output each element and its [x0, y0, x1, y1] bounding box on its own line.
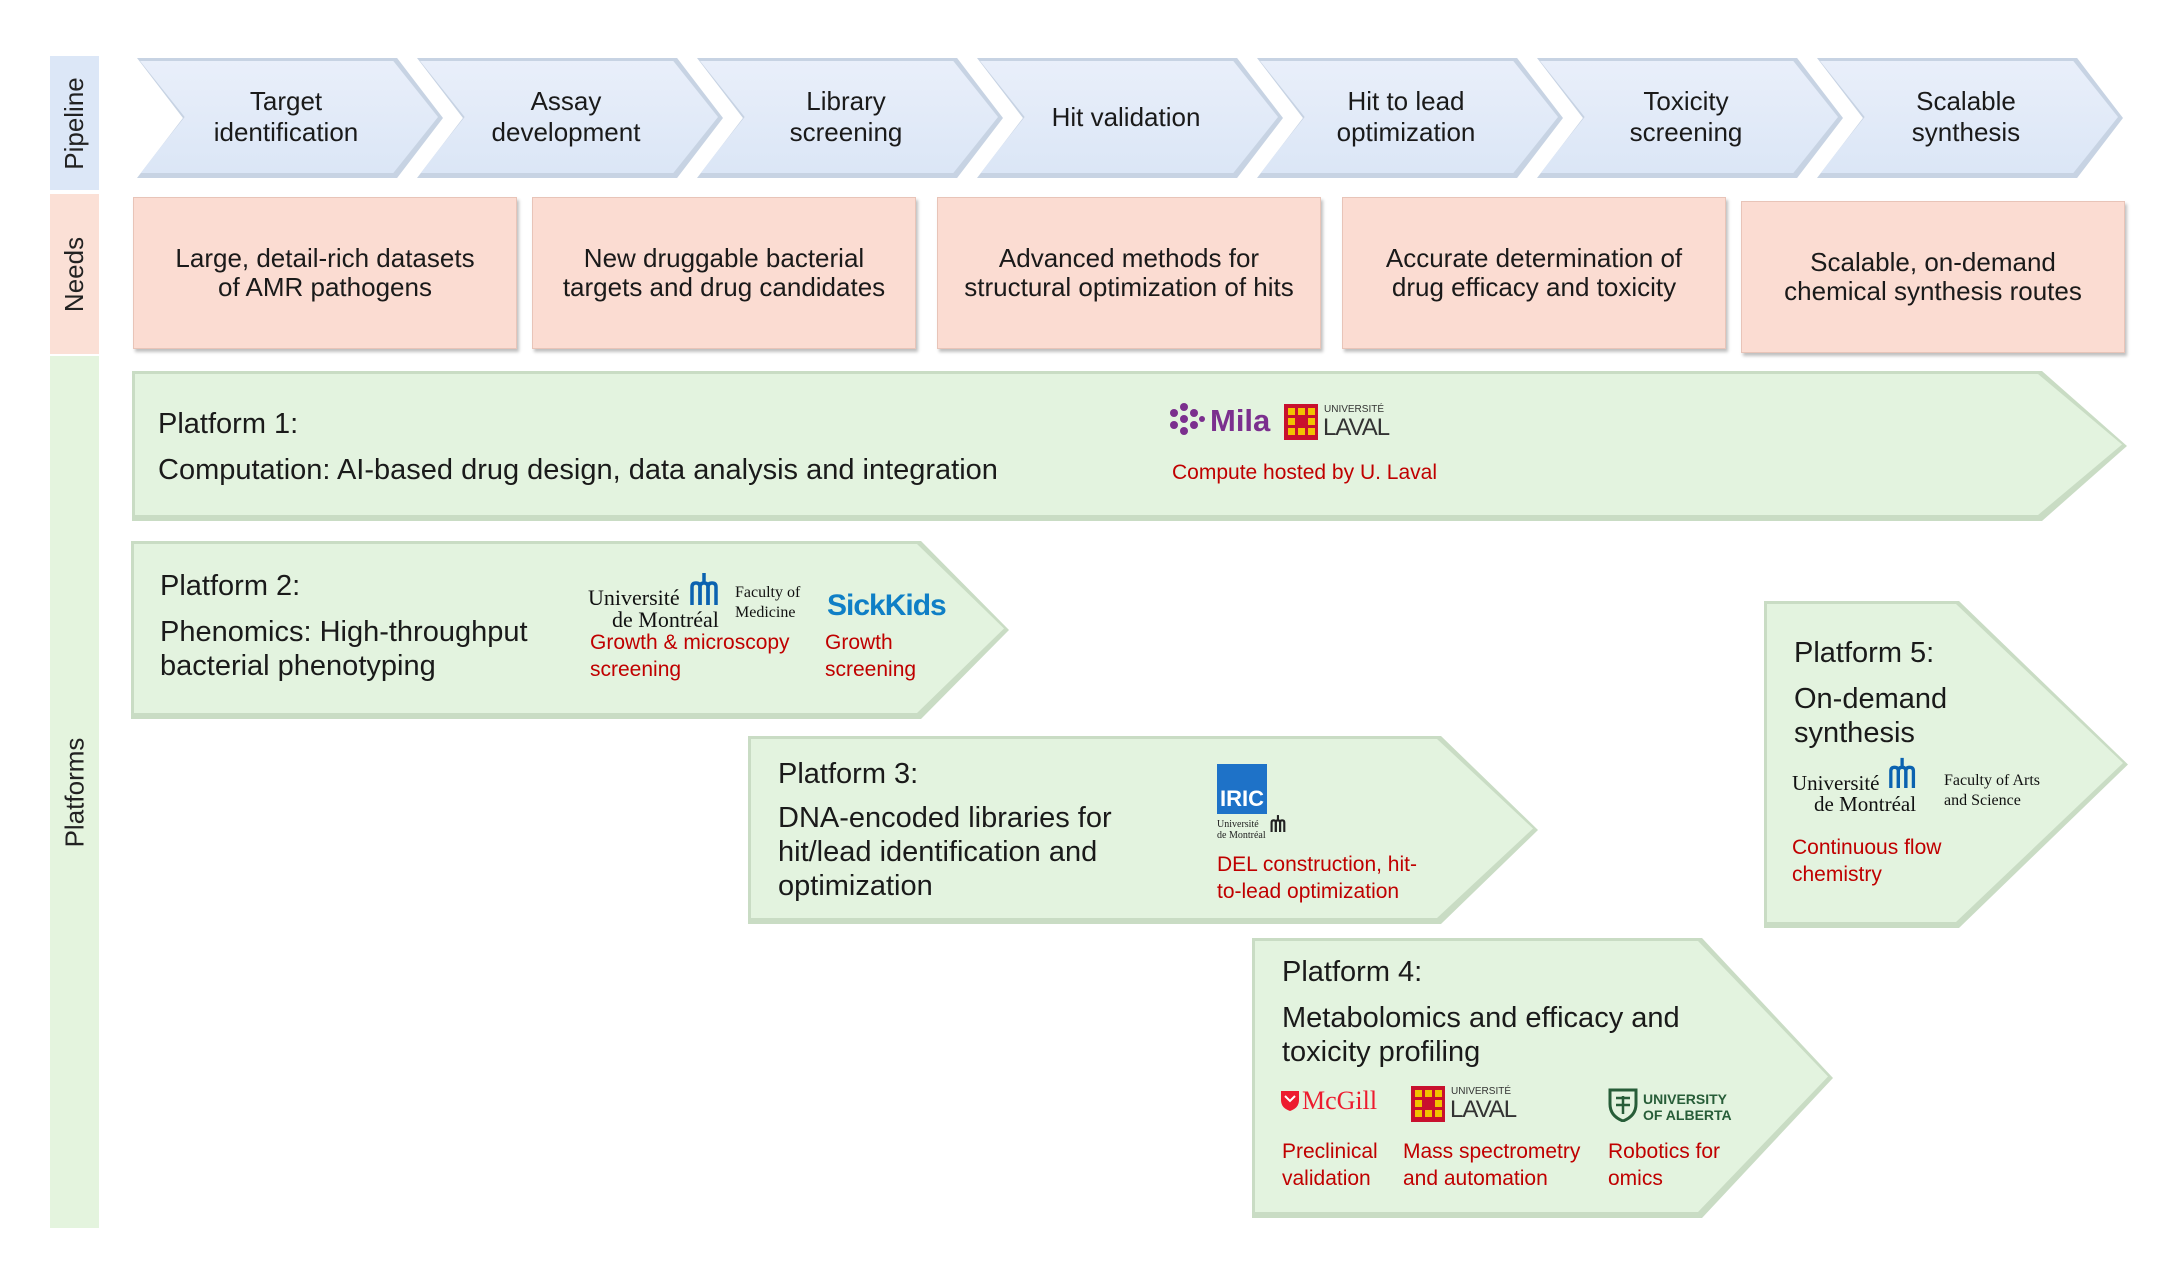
alberta-logo-text: UNIVERSITY OF ALBERTA: [1643, 1091, 1732, 1123]
pipeline-stage-toxicity-screening: Toxicity screening: [1537, 58, 1843, 178]
platform-5-note: Continuous flow chemistry: [1792, 836, 1942, 886]
platform-2-note-growth: Growth screening: [825, 631, 917, 681]
pipeline-stage-hit-validation: Hit validation: [977, 58, 1283, 178]
platforms-label-text: Platforms: [59, 737, 89, 847]
need-box-datasets: Large, detail-rich datasets of AMR patho…: [133, 197, 517, 349]
udem-logo-line2: de Montréal: [612, 607, 719, 632]
platform-4-note-mass-spec: Mass spectrometry and automation: [1403, 1140, 1581, 1190]
pipeline-stage-scalable-synthesis: Scalable synthesis: [1817, 58, 2123, 178]
need-box-synthesis: Scalable, on-demand chemical synthesis r…: [1741, 201, 2125, 353]
need-label: Accurate determination of drug efficacy …: [1385, 243, 1683, 302]
platform-4-note-preclinical: Preclinical validation: [1282, 1140, 1378, 1190]
need-box-efficacy-toxicity: Accurate determination of drug efficacy …: [1342, 197, 1726, 349]
alberta-crest-icon: [1608, 1088, 1638, 1127]
pipeline-stage-library-screening: Library screening: [697, 58, 1003, 178]
needs-label-text: Needs: [59, 236, 89, 312]
laval-logo-top: UNIVERSITÉ: [1324, 404, 1385, 415]
udem-logo-2: Université de Montréal: [1792, 773, 1916, 815]
udem-logo: Université de Montréal: [588, 587, 719, 631]
platform-5-title: Platform 5:: [1794, 637, 1935, 669]
stage-label: Hit validation: [1051, 101, 1201, 132]
needs-row-label: Needs: [50, 194, 99, 354]
stage-label: Toxicity screening: [1629, 86, 1743, 147]
need-label: New druggable bacterial targets and drug…: [562, 243, 886, 302]
platform-2-arrow: Platform 2: Phenomics: High-throughput b…: [131, 541, 1009, 719]
platform-4-arrow: Platform 4: Metabolomics and efficacy an…: [1252, 938, 1833, 1218]
platform-5-description: On-demand synthesis: [1794, 683, 1948, 749]
stage-label: Target identification: [213, 86, 359, 147]
mcgill-logo-text: McGill: [1302, 1086, 1378, 1115]
platform-3-description: DNA-encoded libraries for hit/lead ident…: [778, 802, 1112, 902]
udem-small-logo-text: Université de Montréal: [1217, 819, 1266, 841]
platform-4-title: Platform 4:: [1282, 956, 1423, 988]
need-label: Large, detail-rich datasets of AMR patho…: [175, 243, 475, 302]
need-box-targets: New druggable bacterial targets and drug…: [532, 197, 916, 349]
platform-3-arrow: Platform 3: DNA-encoded libraries for hi…: [748, 736, 1538, 924]
pipeline-stage-assay-development: Assay development: [417, 58, 723, 178]
platform-3-title: Platform 3:: [778, 758, 919, 790]
platform-2-description: Phenomics: High-throughput bacterial phe…: [160, 616, 528, 682]
platform-1-note: Compute hosted by U. Laval: [1172, 461, 1437, 484]
iric-logo: IRIC: [1217, 764, 1267, 814]
stage-label: Library screening: [789, 86, 903, 147]
laval-crest-icon-2: [1411, 1086, 1445, 1122]
udem-logo-line1: Université: [588, 585, 680, 610]
pipeline-row-label: Pipeline: [50, 56, 99, 190]
platform-1-arrow: Platform 1: Computation: AI-based drug d…: [132, 371, 2127, 521]
platform-1-description: Computation: AI-based drug design, data …: [158, 454, 998, 486]
laval-logo-text-2: LAVAL: [1450, 1096, 1517, 1123]
laval-crest-icon: [1284, 404, 1318, 440]
platform-5-arrow: Platform 5: On-demand synthesis Universi…: [1764, 601, 2128, 928]
udem-small-tower-icon: [1270, 814, 1288, 837]
sickkids-logo-text: SickKids: [827, 589, 947, 622]
platforms-row-label: Platforms: [50, 356, 99, 1228]
pipeline-stage-target-identification: Target identification: [137, 58, 443, 178]
stage-label: Hit to lead optimization: [1336, 86, 1476, 147]
platform-3-note: DEL construction, hit- to-lead optimizat…: [1217, 853, 1417, 903]
platform-1-title: Platform 1:: [158, 408, 299, 440]
need-label: Scalable, on-demand chemical synthesis r…: [1784, 247, 2082, 306]
udem-tower-icon: [689, 571, 723, 610]
need-box-structural-optimization: Advanced methods for structural optimiza…: [937, 197, 1321, 349]
pipeline-label-text: Pipeline: [59, 76, 90, 170]
mila-logo-icon: [1166, 401, 1206, 441]
mcgill-crest-icon: [1280, 1090, 1300, 1117]
stage-label: Scalable synthesis: [1911, 86, 2021, 147]
platform-4-description: Metabolomics and efficacy and toxicity p…: [1282, 1002, 1680, 1068]
mila-logo-text: Mila: [1210, 403, 1271, 438]
pipeline-stage-hit-to-lead: Hit to lead optimization: [1257, 58, 1563, 178]
udem-logo-2-line2: de Montréal: [1814, 792, 1917, 816]
laval-logo-top-2: UNIVERSITÉ: [1451, 1086, 1512, 1097]
stage-label: Assay development: [491, 86, 641, 147]
udem-tower-icon-2: [1888, 756, 1920, 793]
platform-4-note-robotics: Robotics for omics: [1608, 1140, 1721, 1190]
platform-2-note-growth-microscopy: Growth & microscopy screening: [590, 631, 790, 681]
udem-faculty-label: Faculty of Medicine: [735, 584, 801, 621]
need-label: Advanced methods for structural optimiza…: [964, 243, 1294, 302]
udem-faculty-label-2: Faculty of Arts and Science: [1944, 772, 2040, 809]
udem-logo-2-line1: Université: [1792, 771, 1880, 795]
platform-2-title: Platform 2:: [160, 570, 301, 602]
laval-logo-text: LAVAL: [1323, 414, 1390, 441]
